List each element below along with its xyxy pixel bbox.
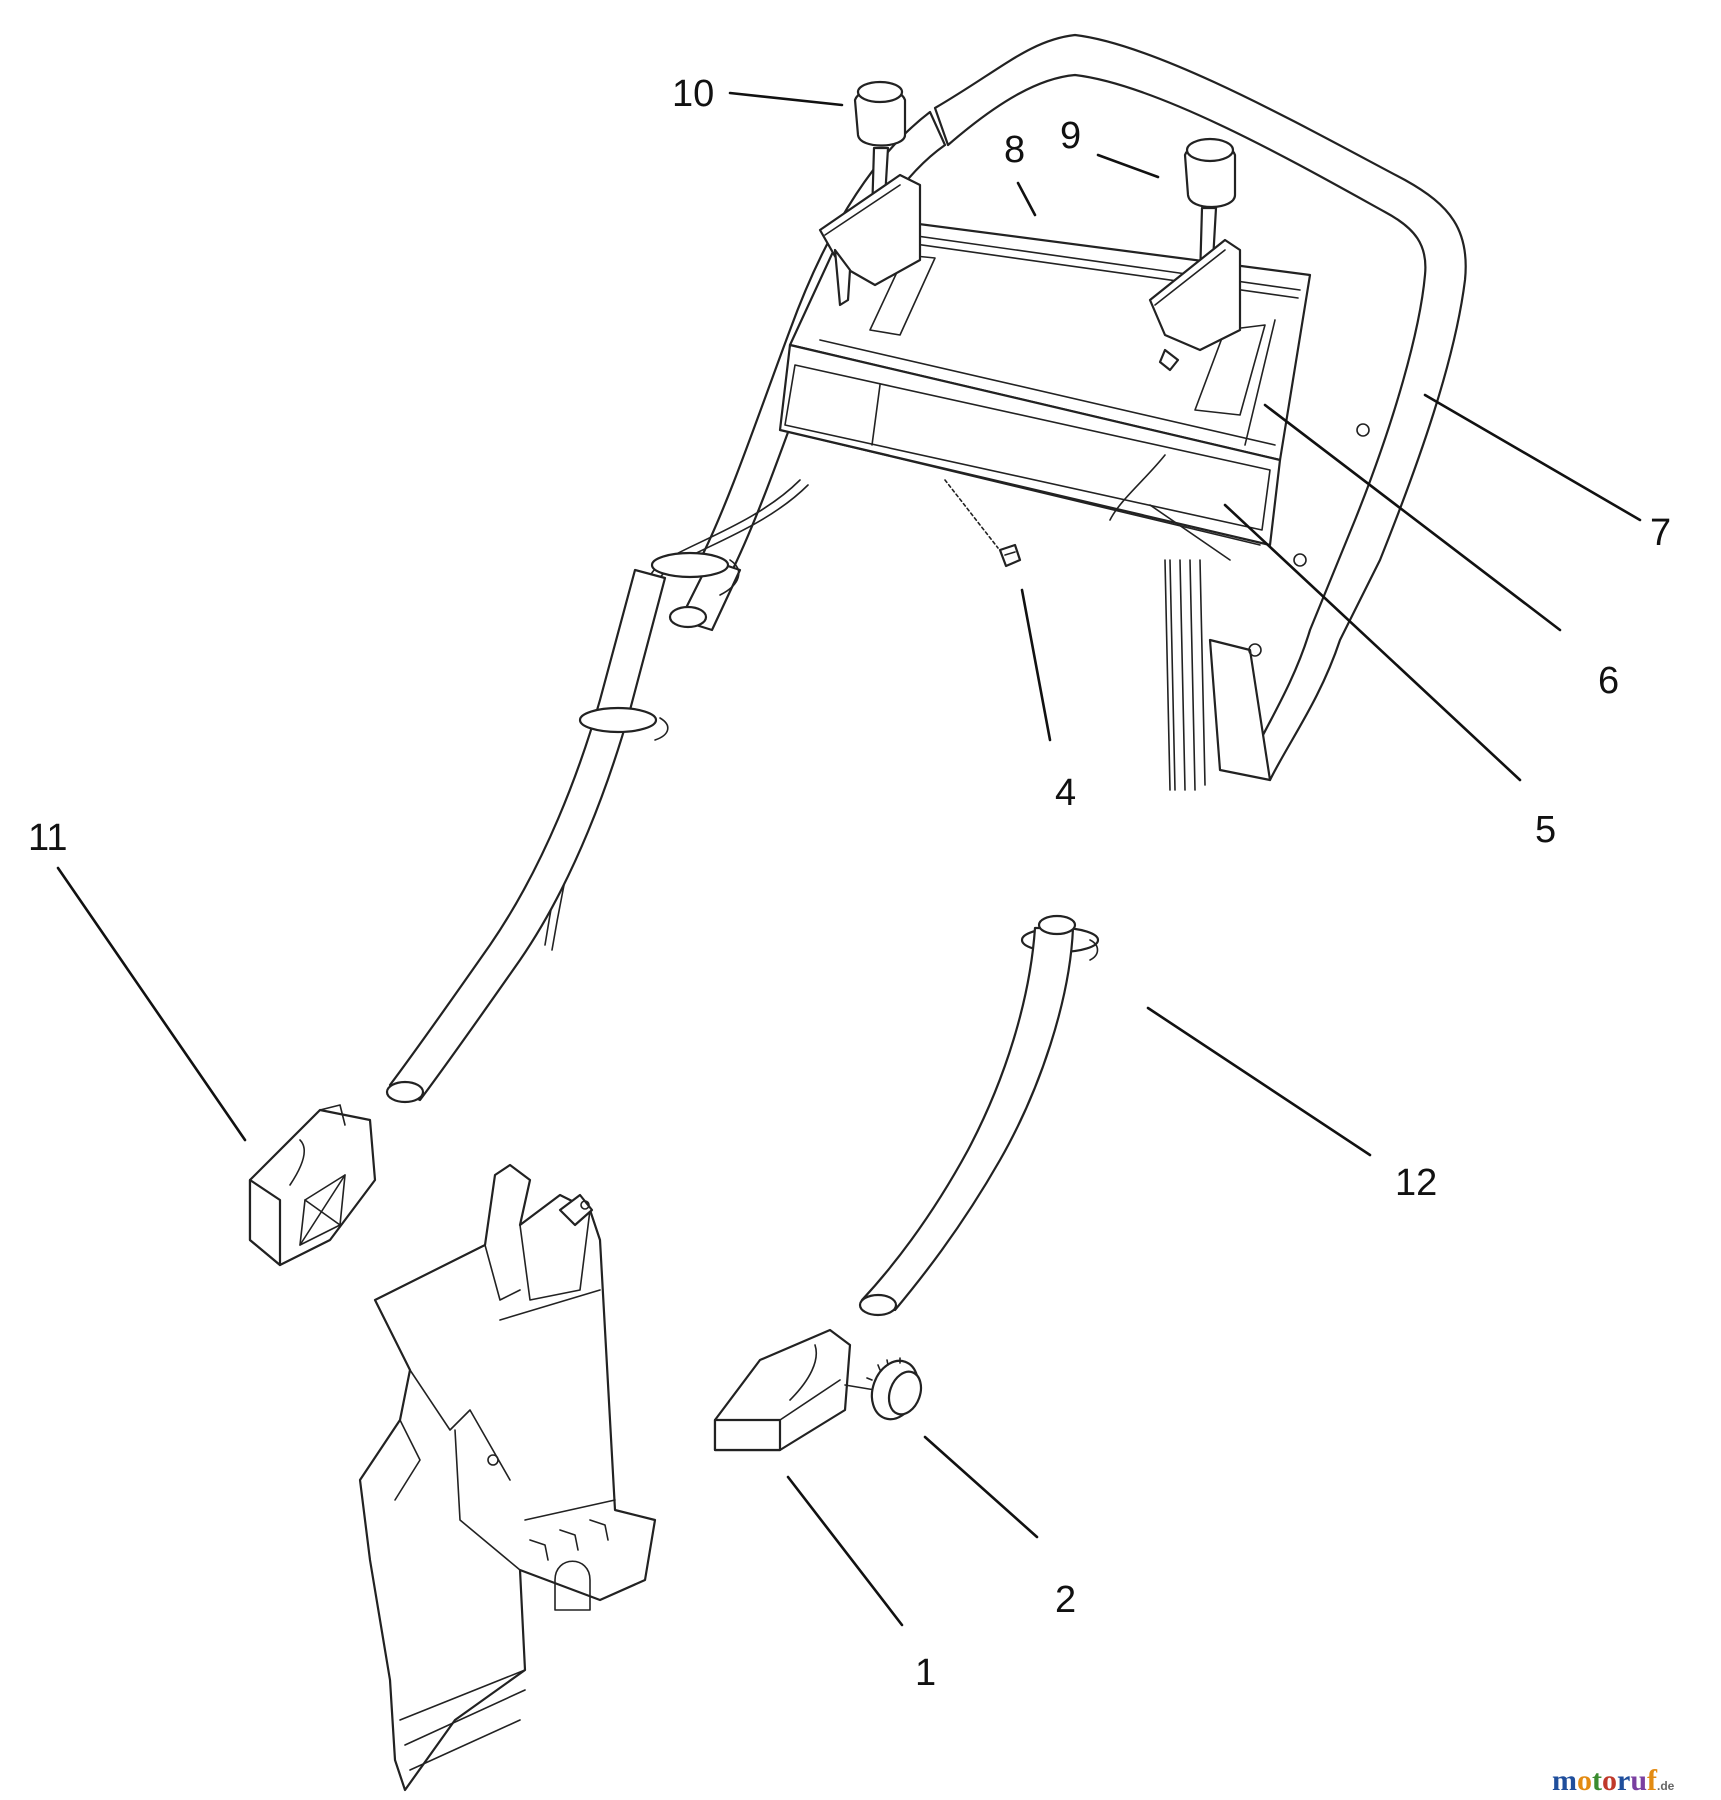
leader-6	[1263, 403, 1562, 632]
screw-4	[944, 479, 1022, 568]
watermark-suffix: .de	[1657, 1779, 1675, 1793]
knob-2	[844, 1357, 923, 1421]
watermark-letter: r	[1617, 1764, 1630, 1797]
watermark-letter: f	[1647, 1764, 1658, 1797]
watermark-letter: o	[1602, 1764, 1617, 1797]
bracket-11	[248, 1104, 377, 1267]
leader-2	[923, 1435, 1039, 1539]
callout-10: 10	[672, 73, 714, 115]
leader-5	[1223, 503, 1522, 782]
lever-9	[1148, 137, 1242, 372]
leader-12	[1146, 1006, 1372, 1157]
cable	[544, 454, 1166, 951]
callout-8: 8	[1004, 129, 1025, 171]
callout-11: 11	[28, 817, 67, 859]
lower-left-handle	[385, 551, 740, 1104]
watermark-letter: t	[1592, 1764, 1602, 1797]
callout-5: 5	[1535, 809, 1556, 851]
leader-8	[1016, 181, 1037, 217]
upper-handle	[668, 33, 1467, 791]
watermark-logo: motoruf.de	[1552, 1764, 1675, 1797]
leader-11	[56, 866, 247, 1142]
lower-right-handle	[858, 914, 1100, 1317]
bracket-1	[713, 1328, 852, 1452]
callout-7: 7	[1650, 512, 1671, 554]
callout-2: 2	[1055, 1579, 1076, 1621]
callout-9: 9	[1060, 115, 1081, 157]
watermark-letter: m	[1552, 1764, 1577, 1797]
lever-10	[818, 80, 922, 307]
callout-1: 1	[915, 1652, 936, 1694]
leader-1	[786, 1475, 904, 1627]
callout-6: 6	[1598, 660, 1619, 702]
callouts: 10 9 8 7 6 5 4 11 12 1 2	[28, 73, 1671, 1694]
callout-4: 4	[1055, 772, 1076, 814]
callout-12: 12	[1395, 1162, 1437, 1204]
watermark-text: motoruf.de	[1552, 1764, 1675, 1797]
leader-lines	[56, 91, 1642, 1627]
leader-10	[728, 91, 844, 107]
leader-4	[1020, 588, 1052, 742]
watermark-letter: u	[1630, 1764, 1647, 1797]
leader-9	[1096, 153, 1160, 179]
rear-baffle	[358, 1163, 657, 1792]
leader-7	[1423, 393, 1642, 522]
watermark-letter: o	[1577, 1764, 1592, 1797]
